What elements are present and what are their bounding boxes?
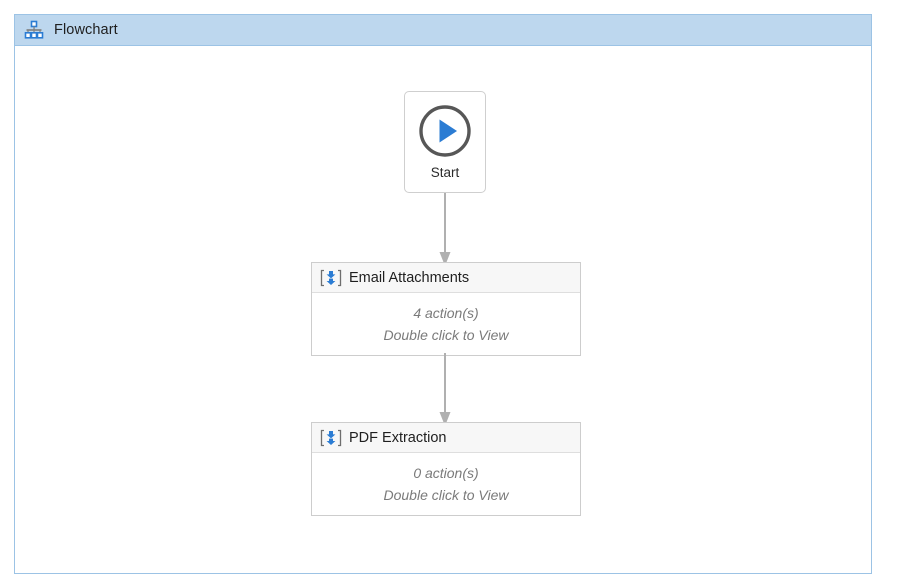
node-hint: Double click to View <box>383 326 509 343</box>
connector-arrow-email-to-pdf <box>438 353 452 428</box>
flowchart-canvas[interactable]: Start Email Attachments <box>15 46 871 573</box>
node-action-count: 0 action(s) <box>413 464 479 481</box>
node-title: Email Attachments <box>349 269 470 286</box>
node-hint: Double click to View <box>383 486 509 503</box>
flowchart-header: Flowchart <box>15 15 871 46</box>
node-header: Email Attachments <box>312 263 580 293</box>
subroutine-download-icon <box>320 429 342 447</box>
node-header: PDF Extraction <box>312 423 580 453</box>
node-action-count: 4 action(s) <box>413 304 479 321</box>
node-title: PDF Extraction <box>349 429 447 446</box>
process-node-email-attachments[interactable]: Email Attachments 4 action(s) Double cli… <box>311 262 581 356</box>
play-circle-icon <box>417 103 473 159</box>
node-body: 4 action(s) Double click to View <box>312 293 580 355</box>
process-node-pdf-extraction[interactable]: PDF Extraction 0 action(s) Double click … <box>311 422 581 516</box>
start-node-label: Start <box>430 165 460 180</box>
subroutine-download-icon <box>320 269 342 287</box>
start-node[interactable]: Start <box>404 91 486 193</box>
hierarchy-icon <box>24 20 44 40</box>
connector-arrow-start-to-email <box>438 193 452 268</box>
node-body: 0 action(s) Double click to View <box>312 453 580 515</box>
flowchart-panel: Flowchart Start <box>14 14 872 574</box>
panel-title: Flowchart <box>54 22 118 38</box>
